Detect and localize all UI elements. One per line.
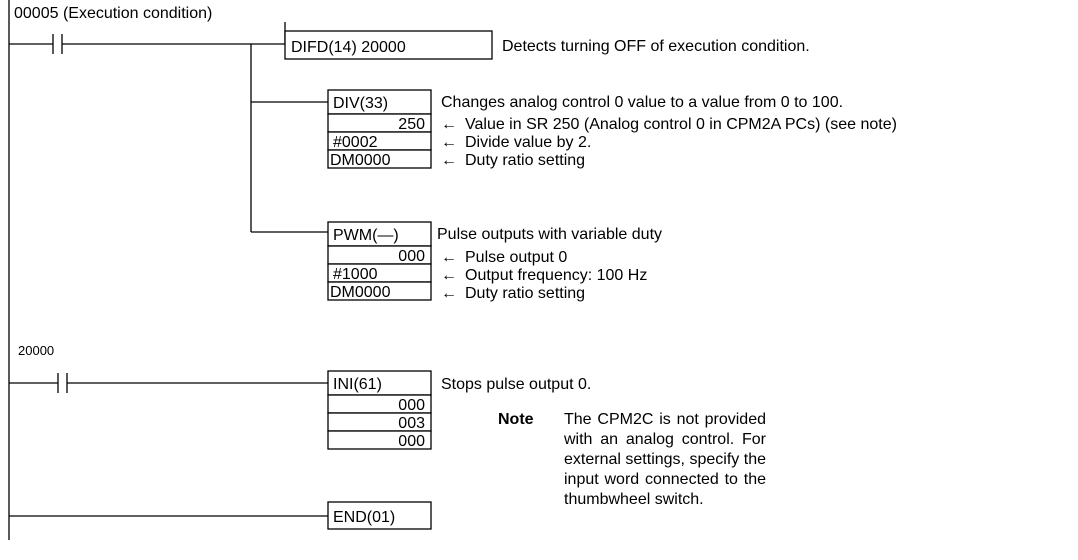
pwm-operand-2: #1000	[333, 266, 378, 283]
pwm-operand-3: DM0000	[330, 284, 391, 301]
arrow-icon: ←	[441, 249, 457, 266]
div-operand-3: DM0000	[330, 152, 391, 169]
pwm-operand-1-comment: Pulse output 0	[465, 249, 567, 266]
ini-operand-3: 000	[398, 433, 425, 450]
pwm-instruction: PWM(—) 000 #1000 DM0000	[327, 221, 432, 301]
ini-comment: Stops pulse output 0.	[441, 376, 591, 393]
difd-instruction: DIFD(14) 20000	[284, 30, 493, 60]
div-comment: Changes analog control 0 value to a valu…	[441, 94, 843, 111]
contact-label-20000: 20000	[18, 343, 54, 358]
arrow-icon: ←	[441, 267, 457, 284]
arrow-icon: ←	[441, 152, 457, 169]
arrow-icon: ←	[441, 285, 457, 302]
note-label: Note	[498, 411, 534, 428]
ini-instruction: INI(61) 000 003 000	[327, 370, 432, 450]
contact-label-00005: 00005 (Execution condition)	[14, 5, 212, 22]
div-mnemonic: DIV(33)	[333, 95, 388, 112]
ini-operand-2: 003	[398, 415, 425, 432]
ini-mnemonic: INI(61)	[333, 376, 382, 393]
contact-20000	[9, 373, 328, 393]
note-text: The CPM2C is not provided with an analog…	[564, 411, 766, 508]
contact-00005	[9, 34, 285, 54]
end-instruction: END(01)	[327, 501, 432, 530]
ini-operand-1: 000	[398, 397, 425, 414]
div-operand-2: #0002	[333, 134, 378, 151]
pwm-operand-1: 000	[398, 248, 425, 265]
end-mnemonic: END(01)	[333, 509, 395, 526]
difd-mnemonic: DIFD(14) 20000	[291, 39, 406, 56]
pwm-comment: Pulse outputs with variable duty	[437, 226, 662, 243]
arrow-icon: ←	[441, 116, 457, 133]
div-operand-3-comment: Duty ratio setting	[465, 152, 585, 169]
div-operand-1: 250	[398, 116, 425, 133]
arrow-icon: ←	[441, 134, 457, 151]
difd-comment: Detects turning OFF of execution conditi…	[502, 38, 810, 55]
div-instruction: DIV(33) 250 #0002 DM0000	[327, 89, 432, 169]
div-operand-2-comment: Divide value by 2.	[465, 134, 591, 151]
pwm-operand-2-comment: Output frequency: 100 Hz	[465, 267, 647, 284]
div-operand-1-comment: Value in SR 250 (Analog control 0 in CPM…	[465, 116, 897, 133]
pwm-operand-3-comment: Duty ratio setting	[465, 285, 585, 302]
pwm-mnemonic: PWM(—)	[333, 227, 399, 244]
